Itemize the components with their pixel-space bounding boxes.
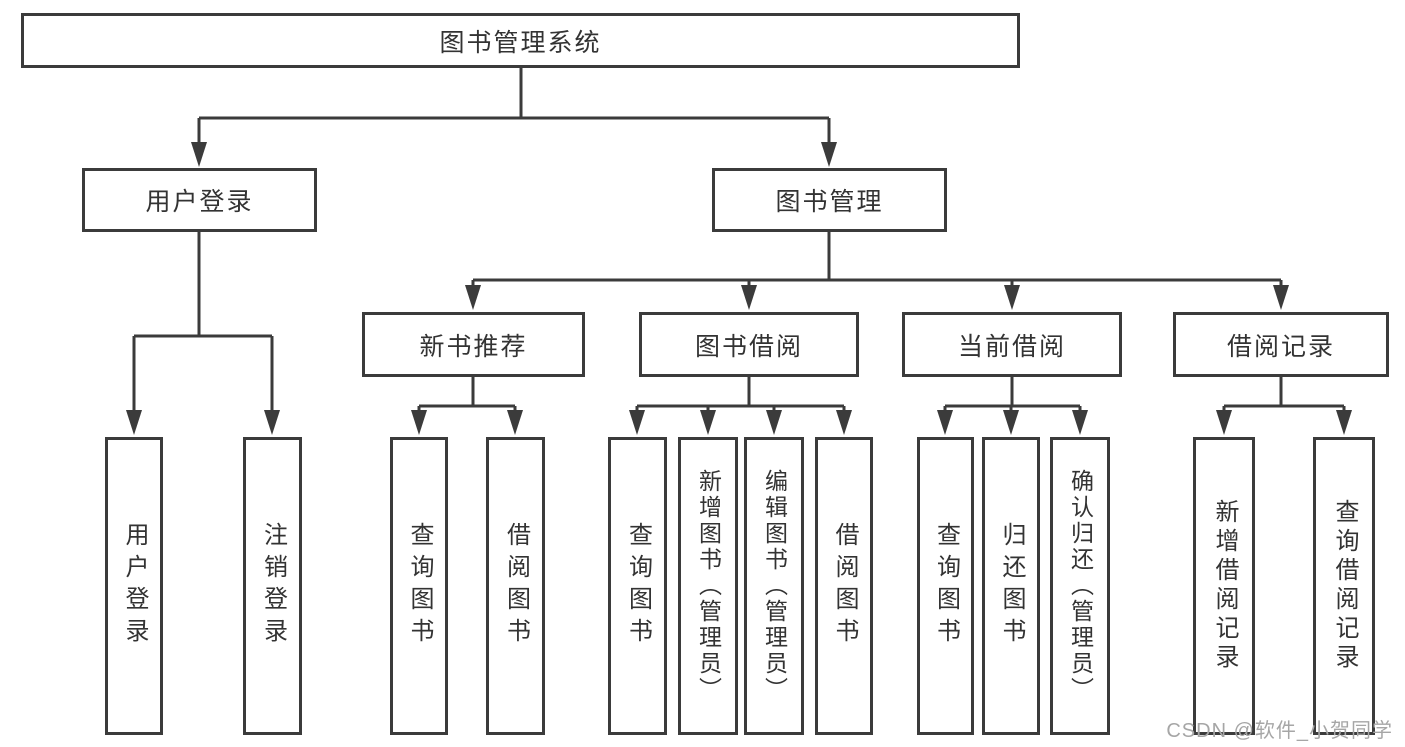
node-new-book-recommendation: 新书推荐	[362, 312, 585, 377]
node-current-borrowing: 当前借阅	[902, 312, 1122, 377]
leaf-query-books: 查询图书	[390, 437, 448, 735]
node-borrowing-records: 借阅记录	[1173, 312, 1389, 377]
csdn-watermark: CSDN @软件_小贺同学	[1166, 720, 1393, 742]
connector-segments	[132, 68, 1346, 414]
node-label: 用户登录	[121, 522, 148, 650]
leaf-add-books-admin: 新增图书（管理员）	[678, 437, 738, 735]
leaf-query-borrow-record: 查询借阅记录	[1313, 437, 1375, 735]
leaf-query-books: 查询图书	[608, 437, 667, 735]
node-label: 编辑图书（管理员）	[761, 469, 788, 703]
node-label: 新增借阅记录	[1211, 499, 1238, 673]
arrowhead-icons	[126, 142, 1352, 435]
node-label: 借阅记录	[1226, 332, 1335, 361]
node-book-borrowing: 图书借阅	[639, 312, 859, 377]
leaf-borrow-books: 借阅图书	[815, 437, 873, 735]
node-label: 查询图书	[406, 522, 433, 650]
leaf-return-books: 归还图书	[982, 437, 1040, 735]
leaf-borrow-books: 借阅图书	[486, 437, 545, 735]
leaf-confirm-return-admin: 确认归还（管理员）	[1050, 437, 1110, 735]
leaf-user-login: 用户登录	[105, 437, 163, 735]
node-label: 查询图书	[624, 522, 652, 650]
node-label: 借阅图书	[831, 522, 858, 650]
node-label: 注销登录	[259, 522, 287, 650]
node-book-management: 图书管理	[712, 168, 947, 232]
node-label: 当前借阅	[957, 332, 1066, 361]
leaf-edit-books-admin: 编辑图书（管理员）	[744, 437, 804, 735]
leaf-query-books: 查询图书	[917, 437, 974, 735]
leaf-add-borrow-record: 新增借阅记录	[1193, 437, 1255, 735]
node-label: 图书管理系统	[439, 28, 602, 57]
node-library-management-system: 图书管理系统	[21, 13, 1020, 68]
node-label: 新增图书（管理员）	[695, 469, 722, 703]
node-label: 查询借阅记录	[1331, 499, 1358, 673]
node-label: 图书管理	[775, 188, 884, 216]
node-label: 借阅图书	[502, 522, 530, 650]
node-user-login: 用户登录	[82, 168, 317, 232]
node-label: 用户登录	[145, 188, 254, 216]
node-label: 查询图书	[932, 522, 960, 650]
node-label: 新书推荐	[419, 332, 528, 361]
leaf-logout: 注销登录	[243, 437, 302, 735]
node-label: 图书借阅	[694, 332, 803, 361]
node-label: 确认归还（管理员）	[1067, 469, 1094, 703]
node-label: 归还图书	[998, 522, 1025, 650]
